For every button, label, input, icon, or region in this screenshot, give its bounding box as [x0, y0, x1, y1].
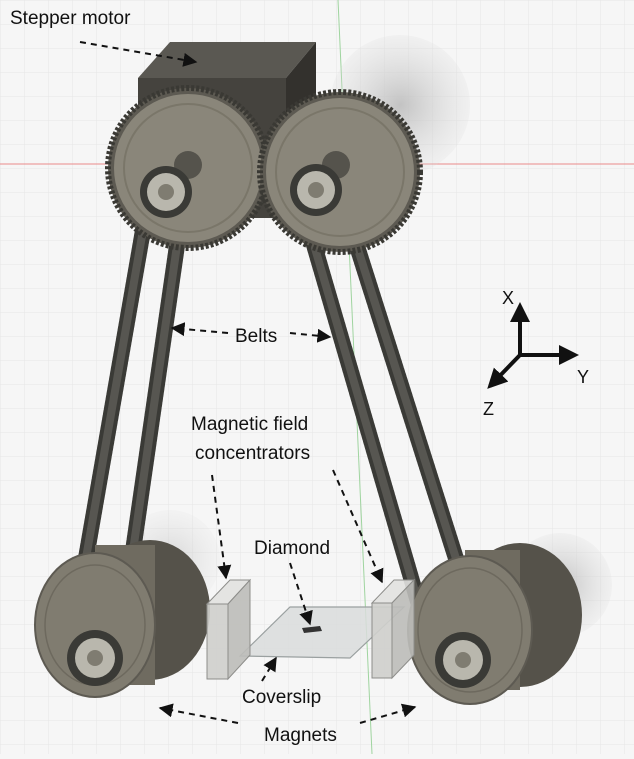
bottom-pulleys: [67, 630, 491, 688]
belts-arrow-left: [170, 322, 229, 337]
diamond-label: Diamond: [254, 538, 330, 559]
concentrator-arrow-right: [332, 469, 384, 584]
z-axis-label: Z: [483, 399, 494, 419]
y-axis-label: Y: [577, 367, 589, 387]
concentrators-label-line2: concentrators: [195, 443, 310, 464]
belts-label: Belts: [235, 326, 277, 347]
stepper-motor-arrow: [79, 41, 198, 67]
magnets-label: Magnets: [264, 725, 337, 746]
belts-arrow-right: [289, 328, 332, 343]
x-axis-label: X: [502, 288, 514, 308]
z-axis-arrow: [487, 353, 522, 389]
right-concentrator: [370, 578, 416, 680]
left-concentrator: [205, 578, 252, 681]
axis-triad: [487, 302, 579, 389]
coverslip-plate: [238, 606, 406, 659]
top-pulleys: [140, 164, 342, 218]
concentrators-label-line1: Magnetic field: [191, 414, 308, 435]
magnets-arrow-right: [359, 703, 417, 724]
coverslip-arrow: [261, 656, 277, 682]
stepper-motor-label: Stepper motor: [10, 8, 131, 29]
callout-arrows: [79, 41, 417, 724]
magnets-arrow-left: [158, 703, 239, 724]
coverslip-label: Coverslip: [242, 687, 321, 708]
right-gear: [257, 89, 423, 255]
diamond-sample: [302, 626, 322, 633]
left-gear: [105, 85, 271, 251]
